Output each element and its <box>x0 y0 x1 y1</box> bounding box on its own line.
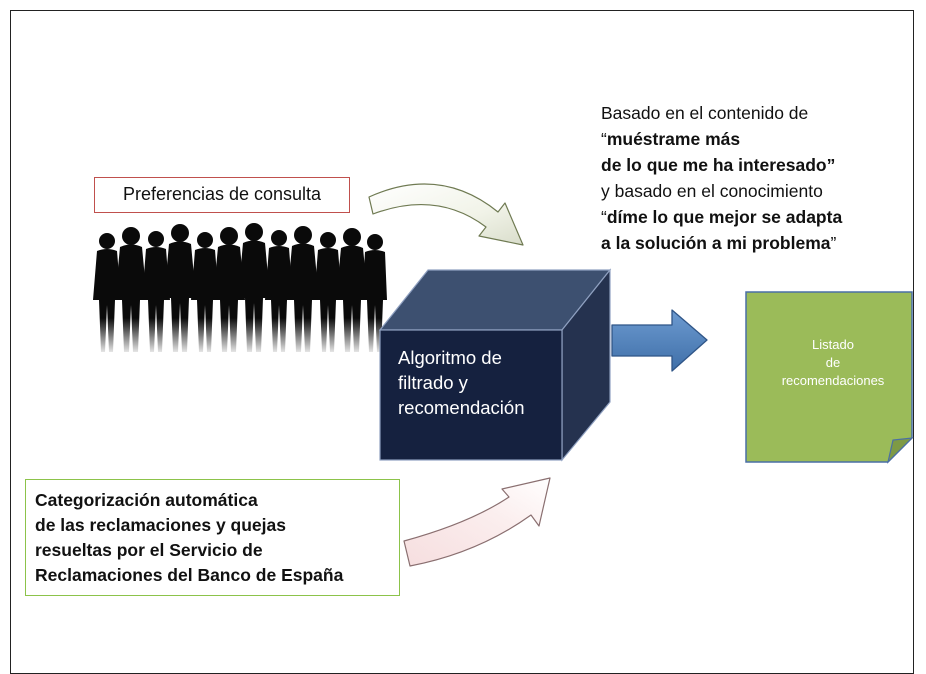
approach-close-quote-2: ” <box>830 233 837 253</box>
preferences-label: Preferencias de consulta <box>122 184 322 204</box>
categorization-line-4: Reclamaciones del Banco de España <box>35 565 344 585</box>
approach-quote-1-start: muéstrame más <box>606 129 741 149</box>
output-line-2: de <box>825 355 841 370</box>
recommendations-list-label: Listado de recomendaciones <box>750 336 916 390</box>
categorization-line-3: resueltas por el Servicio de <box>35 540 263 560</box>
categorization-line-1: Categorización automática <box>35 490 258 510</box>
categorization-line-2: de las reclamaciones y quejas <box>35 515 286 535</box>
approach-line-2: “muéstrame más <box>601 126 921 152</box>
approach-line-4: y basado en el conocimiento <box>601 181 823 201</box>
recommendation-approach-text: Basado en el contenido de “muéstrame más… <box>601 100 921 256</box>
curved-arrow-down-right-icon <box>368 183 524 246</box>
people-fade-overlay <box>85 318 390 356</box>
approach-line-6: a la solución a mi problema” <box>601 230 921 256</box>
output-line-1: Listado <box>812 337 854 352</box>
approach-quote-2-start: díme lo que mejor se adapta <box>606 207 843 227</box>
preferences-box: Preferencias de consulta <box>94 177 350 213</box>
curved-arrow-up-right-icon <box>403 477 551 567</box>
block-arrow-right-icon <box>611 309 708 372</box>
cube-icon <box>378 268 612 462</box>
algorithm-line-1: Algoritmo de <box>398 347 502 368</box>
approach-quote-2-end: a la solución a mi problema <box>601 233 831 253</box>
approach-line-3: de lo que me ha interesado” <box>601 152 921 178</box>
algorithm-line-3: recomendación <box>398 397 525 418</box>
categorization-box: Categorización automática de las reclama… <box>25 479 400 596</box>
approach-open-quote-1: “ <box>601 129 607 149</box>
approach-quote-1-end: de lo que me ha interesado” <box>601 155 836 175</box>
folded-note-icon <box>745 291 914 464</box>
output-line-3: recomendaciones <box>781 373 885 388</box>
approach-open-quote-2: “ <box>601 207 607 227</box>
approach-line-1: Basado en el contenido de <box>601 103 809 123</box>
approach-line-5: “díme lo que mejor se adapta <box>601 204 921 230</box>
algorithm-label: Algoritmo de filtrado y recomendación <box>398 345 558 420</box>
algorithm-line-2: filtrado y <box>398 372 468 393</box>
